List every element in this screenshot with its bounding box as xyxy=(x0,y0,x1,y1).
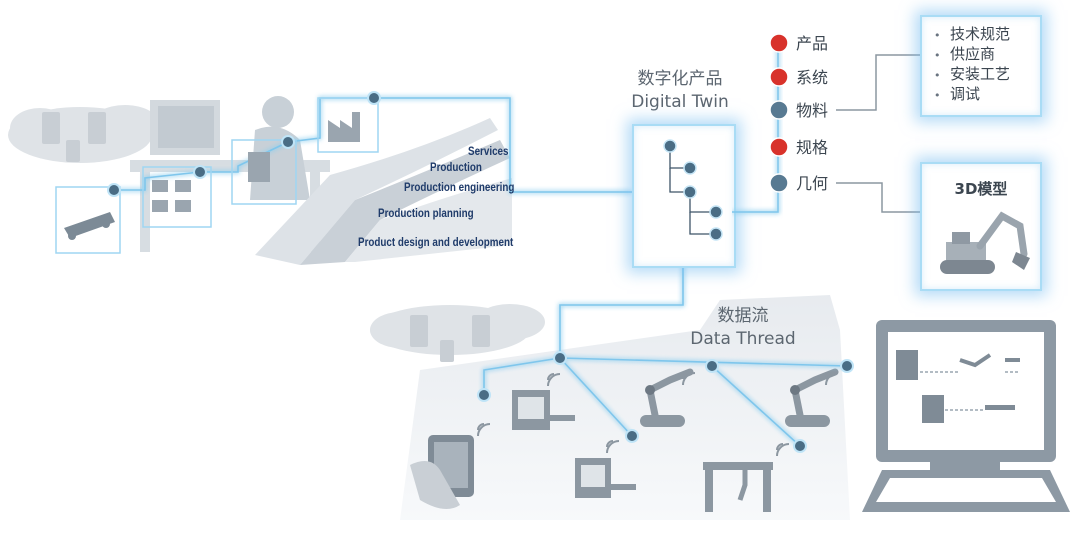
spec-item-installation: 安装工艺 xyxy=(934,65,1010,85)
machine-cabinet-icon xyxy=(575,458,636,498)
attribute-node-2 xyxy=(769,100,789,120)
cloud-top-left-icon xyxy=(8,105,160,163)
tablet-hand-icon xyxy=(410,435,474,509)
data-thread-title-en: Data Thread xyxy=(690,329,796,349)
data-thread-title: 数据流 Data Thread xyxy=(678,305,808,351)
process-step-production-engineering: Production engineering xyxy=(404,180,515,194)
attribute-node-1 xyxy=(769,67,789,87)
process-step-production-planning: Production planning xyxy=(378,206,474,220)
attribute-label-geometry: 几何 xyxy=(796,174,829,193)
process-step-production: Production xyxy=(430,160,482,174)
attribute-node-4 xyxy=(769,173,789,193)
model-3d-label: 3D模型 xyxy=(954,180,1008,198)
right-connectors xyxy=(836,54,920,213)
attribute-label-system: 系统 xyxy=(796,68,829,87)
race-car-icon xyxy=(64,212,115,240)
attribute-label-material: 物料 xyxy=(796,101,829,120)
hierarchy-tree-icon xyxy=(663,139,723,241)
machine-cabinet-icon xyxy=(512,390,575,430)
wifi-signal-icon xyxy=(477,372,1029,457)
spec-item-commissioning: 调试 xyxy=(934,85,1010,105)
attribute-node-0 xyxy=(769,33,789,53)
spec-list-box: 技术规范 供应商 安装工艺 调试 xyxy=(920,15,1042,117)
gantry-robot-icon xyxy=(703,462,773,512)
attribute-node-3 xyxy=(769,137,789,157)
robot-arm-icon xyxy=(785,368,839,427)
digital-twin-title-en: Digital Twin xyxy=(631,92,729,112)
attribute-label-product: 产品 xyxy=(796,34,829,53)
process-step-services: Services xyxy=(468,144,509,158)
production-ribbon xyxy=(255,118,512,265)
robot-arm-icon xyxy=(640,368,694,427)
spec-item-tech-standard: 技术规范 xyxy=(934,25,1010,45)
model-3d-box: 3D模型 xyxy=(920,162,1042,291)
data-thread-title-cn: 数据流 xyxy=(717,306,769,326)
laptop-icon xyxy=(862,320,1070,512)
digital-twin-title: 数字化产品 Digital Twin xyxy=(610,68,750,114)
excavator-icon xyxy=(940,211,1030,274)
process-step-product-design: Product design and development xyxy=(358,235,514,249)
spec-item-supplier: 供应商 xyxy=(934,45,1010,65)
attribute-nodes xyxy=(769,33,789,193)
digital-twin-tree-box xyxy=(632,124,736,268)
attribute-label-spec: 规格 xyxy=(796,138,829,157)
digital-twin-title-cn: 数字化产品 xyxy=(637,69,723,89)
